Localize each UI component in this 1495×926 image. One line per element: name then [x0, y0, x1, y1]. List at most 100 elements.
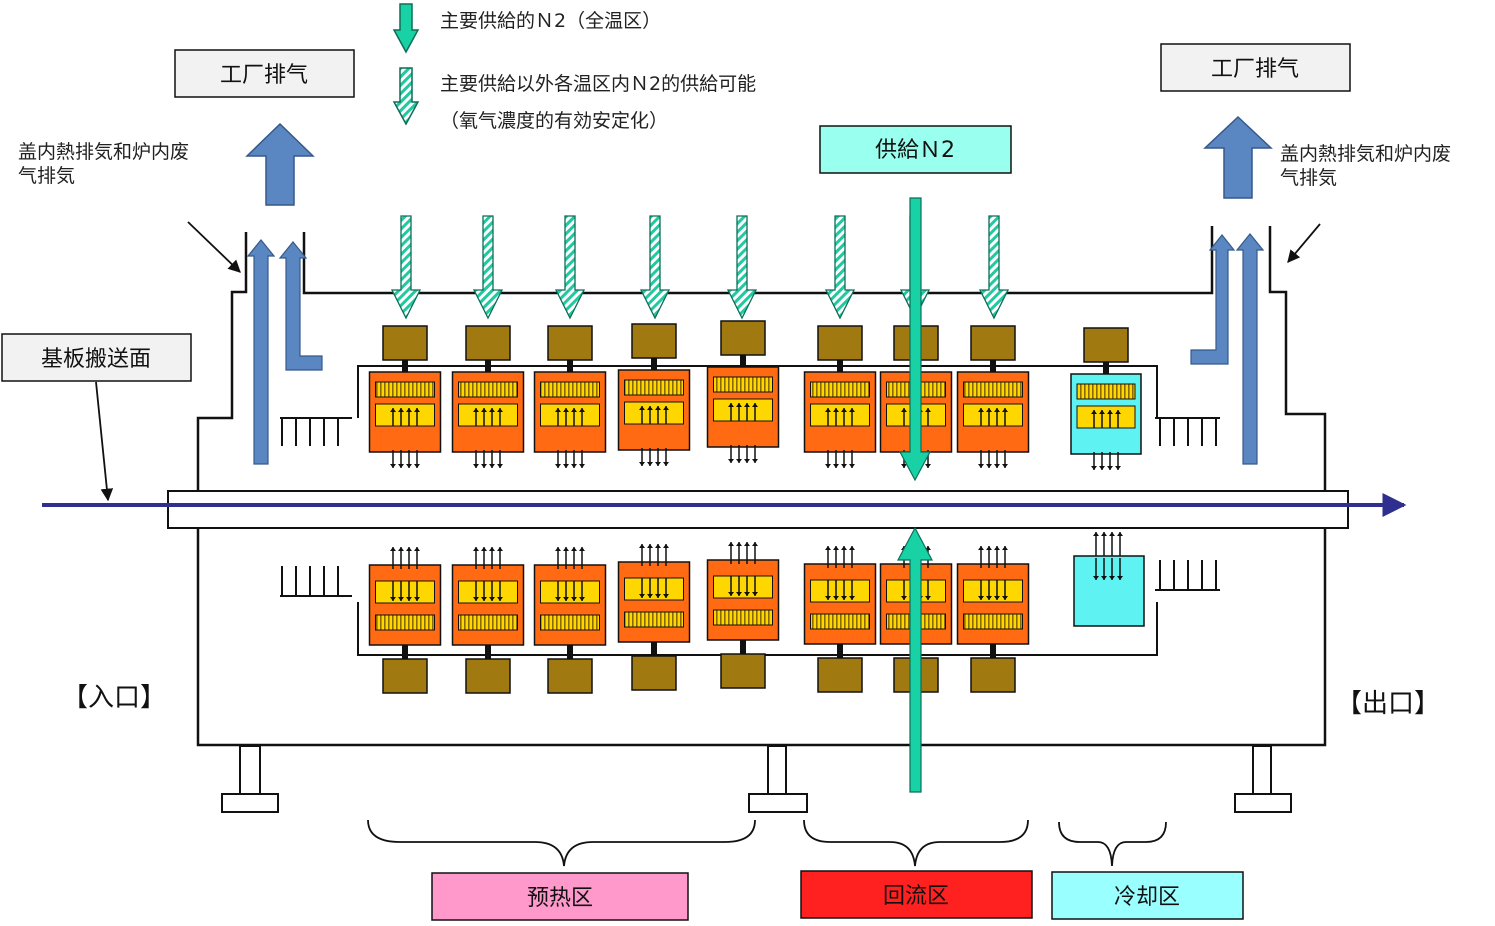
heater-fins — [624, 611, 684, 628]
upper-cooling-module — [1070, 327, 1142, 470]
flow-arrowhead — [639, 544, 645, 548]
duct-left-hook-icon — [278, 241, 323, 371]
motor-icon — [720, 320, 766, 356]
flow-arrowhead — [414, 597, 420, 601]
lid-exhaust-right-1: 盖内熱排気和炉内废 — [1280, 143, 1451, 165]
flow-arrowhead — [481, 464, 487, 468]
secondary-supply-arrow-icon — [392, 67, 420, 126]
flow-arrowhead — [925, 464, 931, 468]
exhaust-up-arrow-left-icon — [245, 122, 315, 206]
heater-body — [533, 564, 607, 646]
heater-plate — [810, 403, 870, 427]
motor-shaft — [990, 360, 996, 374]
zone-preheat: 预热区 — [431, 872, 689, 921]
flow-arrowhead — [752, 542, 758, 546]
motor-shaft — [837, 644, 843, 658]
flow-arrowhead — [398, 547, 404, 551]
motor-icon — [817, 325, 863, 361]
heater-body — [706, 559, 780, 641]
flow-arrowhead — [497, 547, 503, 551]
flow-arrowhead — [497, 408, 503, 412]
entrance-fins-lower — [280, 566, 352, 597]
flow-arrowhead — [398, 408, 404, 412]
flow-arrowhead — [414, 408, 420, 412]
flow-arrowhead — [1099, 410, 1105, 414]
flow-arrowhead — [849, 546, 855, 550]
n2-sub-arrow-icon — [390, 215, 422, 320]
legend-secondary-supply-2: （氧气濃度的有効安定化） — [440, 110, 668, 132]
motor-shaft — [485, 360, 491, 374]
flow-arrowhead — [978, 408, 984, 412]
flow-arrowhead — [579, 408, 585, 412]
flow-arrowhead — [579, 547, 585, 551]
oven-legs — [221, 745, 1292, 813]
flow-arrowhead — [752, 403, 758, 407]
flow-arrowhead — [555, 464, 561, 468]
oven-lower-housing — [196, 528, 1327, 747]
flow-arrowhead — [571, 597, 577, 601]
exit-fins-lower — [1155, 560, 1220, 591]
upper-heater-module — [803, 215, 877, 468]
heater-fins — [458, 381, 518, 398]
zone-reflow: 回流区 — [800, 870, 1033, 919]
factory-exhaust-right-label: 工厂排气 — [1211, 57, 1299, 82]
motor-icon — [465, 325, 511, 361]
flow-arrowhead — [655, 544, 661, 548]
heater-fins — [540, 614, 600, 631]
heater-fins — [540, 381, 600, 398]
upper-heater-module — [706, 215, 780, 463]
factory-exhaust-left-label: 工厂排气 — [220, 63, 308, 88]
zone-braces — [367, 819, 1167, 867]
flow-arrowhead — [825, 464, 831, 468]
flow-arrowhead — [825, 596, 831, 600]
zone-cooling: 冷却区 — [1051, 871, 1244, 920]
flow-arrowhead — [925, 596, 931, 600]
flow-arrowhead — [736, 542, 742, 546]
flow-arrowhead — [398, 597, 404, 601]
motor-icon — [465, 658, 511, 694]
heater-body — [368, 564, 442, 646]
conveyor-tunnel — [167, 490, 1349, 529]
flow-arrowhead — [579, 464, 585, 468]
flow-arrowhead — [901, 596, 907, 600]
heater-plate — [458, 580, 518, 604]
flow-arrowhead — [647, 594, 653, 598]
flow-arrowhead — [473, 597, 479, 601]
flow-arrowhead — [901, 408, 907, 412]
flow-arrowhead — [571, 408, 577, 412]
motor-shaft — [651, 358, 657, 372]
lower-heater-module — [533, 547, 607, 694]
lid-exhaust-left-1: 盖内熱排気和炉内废 — [18, 141, 189, 163]
flow-arrowhead — [986, 464, 992, 468]
flow-arrowhead — [994, 596, 1000, 600]
entrance-label: 【入口】 — [62, 683, 166, 713]
n2-sub-arrow-icon — [472, 215, 504, 320]
heater-fins — [810, 613, 870, 630]
flow-arrowhead — [994, 546, 1000, 550]
flow-arrowhead — [647, 544, 653, 548]
flow-arrowhead — [994, 408, 1000, 412]
cooler-plate — [1076, 405, 1136, 429]
flow-arrowhead — [1091, 410, 1097, 414]
upper-heater-module — [617, 215, 691, 466]
flow-arrowhead — [406, 547, 412, 551]
flow-arrowhead — [1002, 464, 1008, 468]
upper-heater-module — [368, 215, 442, 468]
heater-fins — [375, 381, 435, 398]
n2-up-arrow-icon — [897, 526, 933, 793]
flow-arrowhead — [736, 592, 742, 596]
flow-arrowhead — [752, 459, 758, 463]
lower-heater-module — [706, 542, 780, 689]
flow-arrowhead — [1117, 532, 1123, 536]
flow-arrowhead — [728, 403, 734, 407]
factory-exhaust-left: 工厂排气 — [174, 49, 355, 98]
flow-arrowhead — [497, 597, 503, 601]
flow-arrowhead — [1107, 410, 1113, 414]
lower-heater-module — [617, 544, 691, 691]
zone-preheat-label: 预热区 — [527, 886, 593, 911]
motor-icon — [382, 658, 428, 694]
flow-arrowhead — [825, 408, 831, 412]
flow-arrowhead — [833, 464, 839, 468]
motor-shaft — [567, 645, 573, 659]
lower-heater-module — [368, 547, 442, 694]
